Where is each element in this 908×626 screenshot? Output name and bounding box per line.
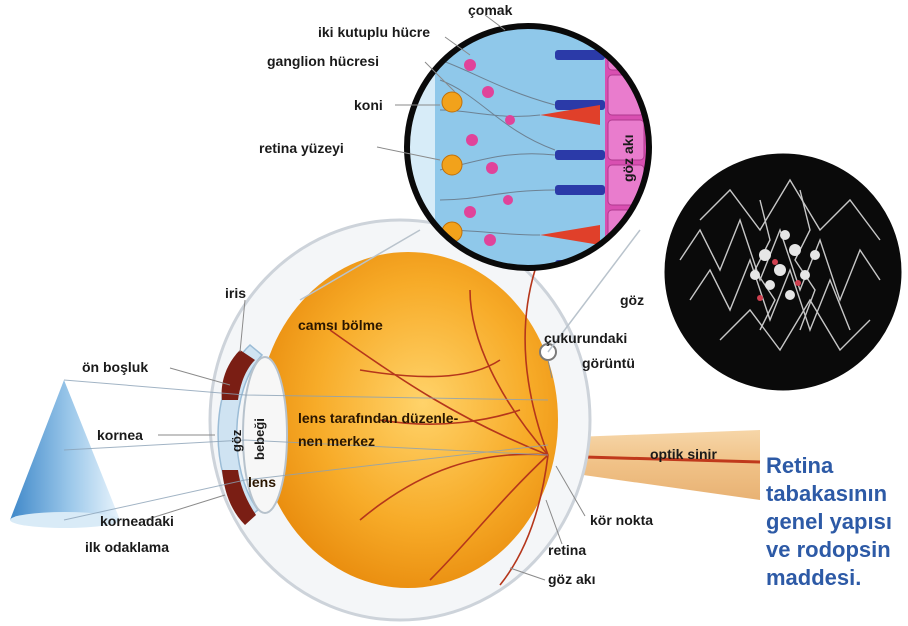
label-ganglion: ganglion hücresi [267,53,379,69]
label-kor-nokta: kör nokta [590,512,653,528]
rhodopsin-circle [663,152,903,392]
label-on-bosluk: ön boşluk [82,359,148,375]
label-camsi-bolme: camsı bölme [298,317,383,333]
label-iki-kutuplu: iki kutuplu hücre [318,24,430,40]
label-goz-bebegi-1: göz [229,429,244,452]
label-goz-cukurundaki-2: çukurundaki [544,330,627,346]
label-goz-aki: göz akı [548,571,595,587]
label-iris: iris [225,285,246,301]
label-lens-center-1: lens tarafından düzenle- [298,410,459,426]
label-kornea: kornea [97,427,143,443]
label-retina: retina [548,542,586,558]
caption: Retina tabakasının genel yapısı ve rodop… [766,452,892,592]
label-lens-center-2: nen merkez [298,433,375,449]
label-korneadaki-1: korneadaki [100,513,174,529]
label-optik-sinir: optik sinir [650,446,717,462]
caption-line-3: genel yapısı [766,508,892,536]
caption-line-2: tabakasının [766,480,892,508]
label-korneadaki-2: ilk odaklama [85,539,169,555]
label-goz-cukurundaki-3: görüntü [582,355,635,371]
label-koni: koni [354,97,383,113]
label-goz-bebegi-2: bebeği [252,418,267,460]
caption-line-4: ve rodopsin [766,536,892,564]
label-goz-aki-vertical: göz akı [620,135,636,182]
label-lens: lens [248,474,276,490]
label-comak: çomak [468,2,513,18]
label-goz-cukurundaki-1: göz [620,292,644,308]
caption-line-1: Retina [766,452,892,480]
caption-line-5: maddesi. [766,564,892,592]
label-retina-yuzeyi: retina yüzeyi [259,140,344,156]
